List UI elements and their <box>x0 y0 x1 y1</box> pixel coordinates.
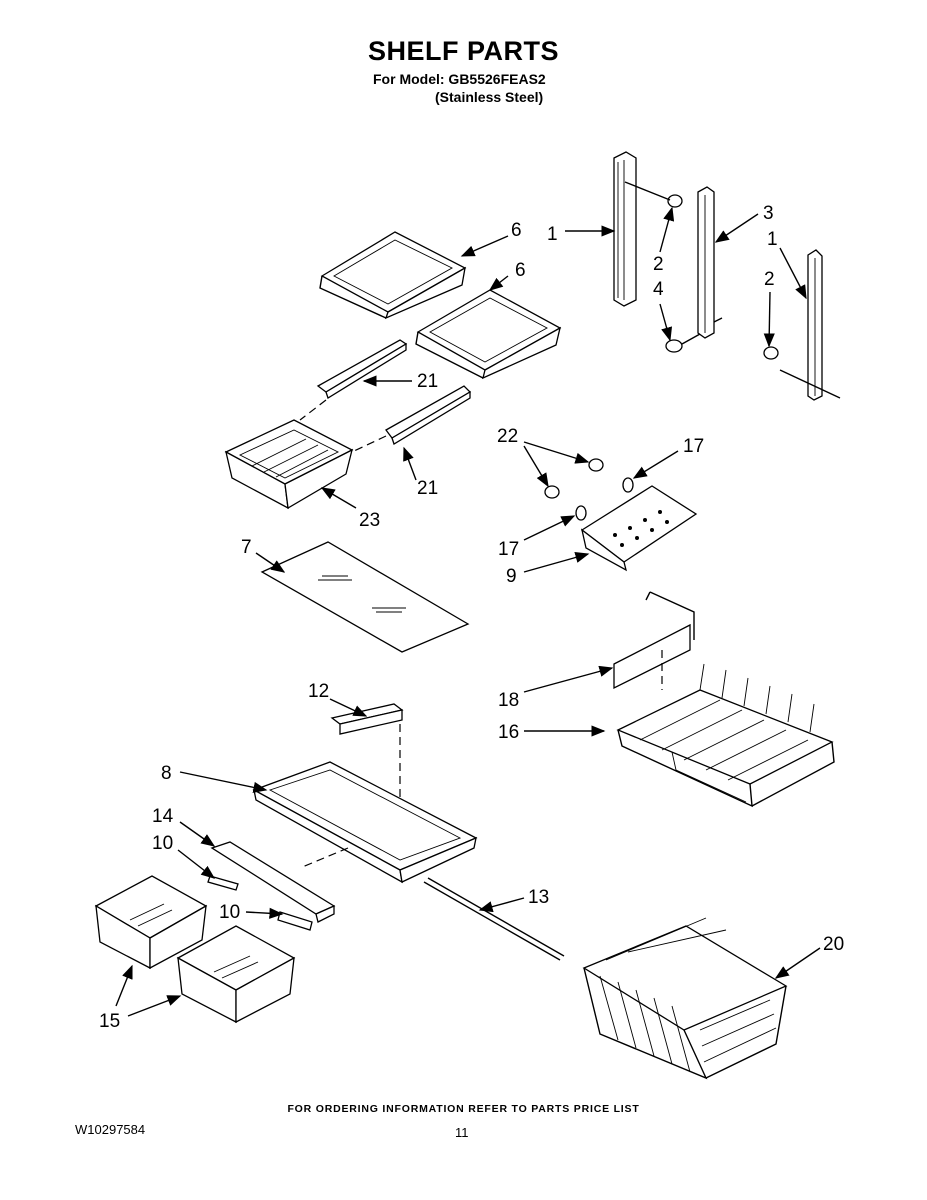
wire-basket-16 <box>616 663 835 808</box>
spacer-17b <box>575 505 587 521</box>
callout-16: 16 <box>498 722 519 743</box>
screw-upper <box>624 181 683 208</box>
screw-22a <box>588 458 604 472</box>
callout-9: 9 <box>506 566 517 587</box>
clip-10a <box>207 875 239 891</box>
callout-labels: 1 1 2 2 3 4 6 6 7 8 9 10 10 12 13 14 15 … <box>99 203 844 1032</box>
callout-17: 17 <box>498 539 519 560</box>
crisper-bin-right <box>176 925 296 1024</box>
callout-23: 23 <box>359 510 380 531</box>
basket-hanger <box>613 591 695 690</box>
callout-13: 13 <box>528 887 549 908</box>
callout-15: 15 <box>99 1011 120 1032</box>
callout-10: 10 <box>219 902 240 923</box>
callout-2: 2 <box>764 269 775 290</box>
ordering-note: FOR ORDERING INFORMATION REFER TO PARTS … <box>287 1103 640 1115</box>
callout-7: 7 <box>241 537 252 558</box>
callout-20: 20 <box>823 934 844 955</box>
shelf-frame-8 <box>252 761 478 884</box>
callout-6: 6 <box>511 220 522 241</box>
spacer-17a <box>622 477 634 493</box>
deli-drawer <box>224 419 354 510</box>
slide-rail-upper <box>316 339 408 399</box>
wire-basket-20 <box>582 917 788 1080</box>
callout-1: 1 <box>767 229 778 250</box>
callout-4: 4 <box>653 279 664 300</box>
slide-rail-lower <box>385 385 472 445</box>
crisper-bin-left <box>94 875 208 970</box>
leader-lines <box>115 206 821 1017</box>
callout-2: 2 <box>653 254 664 275</box>
shelf-bracket-9 <box>580 485 698 572</box>
page-title: SHELF PARTS <box>367 36 559 66</box>
model-info: For Model: GB5526FEAS2 (Stainless Steel) <box>373 70 546 106</box>
shelf-upper <box>319 231 467 320</box>
callout-14: 14 <box>152 806 174 827</box>
callout-6: 6 <box>515 260 526 281</box>
rail-center <box>697 186 723 339</box>
callout-12: 12 <box>308 681 329 702</box>
callout-8: 8 <box>161 763 172 784</box>
screw-lower <box>665 333 701 353</box>
slide-rail-12 <box>330 703 404 735</box>
document-id: W10297584 <box>75 1122 146 1137</box>
clip-10b <box>277 911 313 931</box>
callout-22: 22 <box>497 426 518 447</box>
callout-18: 18 <box>498 690 519 711</box>
page-number: 11 <box>455 1125 469 1140</box>
glass-shelf <box>260 541 470 653</box>
callout-17: 17 <box>683 436 704 457</box>
model-finish: (Stainless Steel) <box>435 89 544 105</box>
callout-1: 1 <box>547 224 558 245</box>
screw-22b <box>544 485 560 499</box>
screw-right <box>763 346 779 360</box>
shelf-trim-14 <box>210 841 336 923</box>
rod-13 <box>423 877 565 961</box>
shelf-lower <box>415 289 562 380</box>
rail-right <box>779 249 841 401</box>
model-number: For Model: GB5526FEAS2 <box>373 71 546 87</box>
rail-left <box>613 151 637 307</box>
callout-21: 21 <box>417 478 438 499</box>
callout-10: 10 <box>152 833 173 854</box>
callout-21: 21 <box>417 371 438 392</box>
callout-3: 3 <box>763 203 774 224</box>
